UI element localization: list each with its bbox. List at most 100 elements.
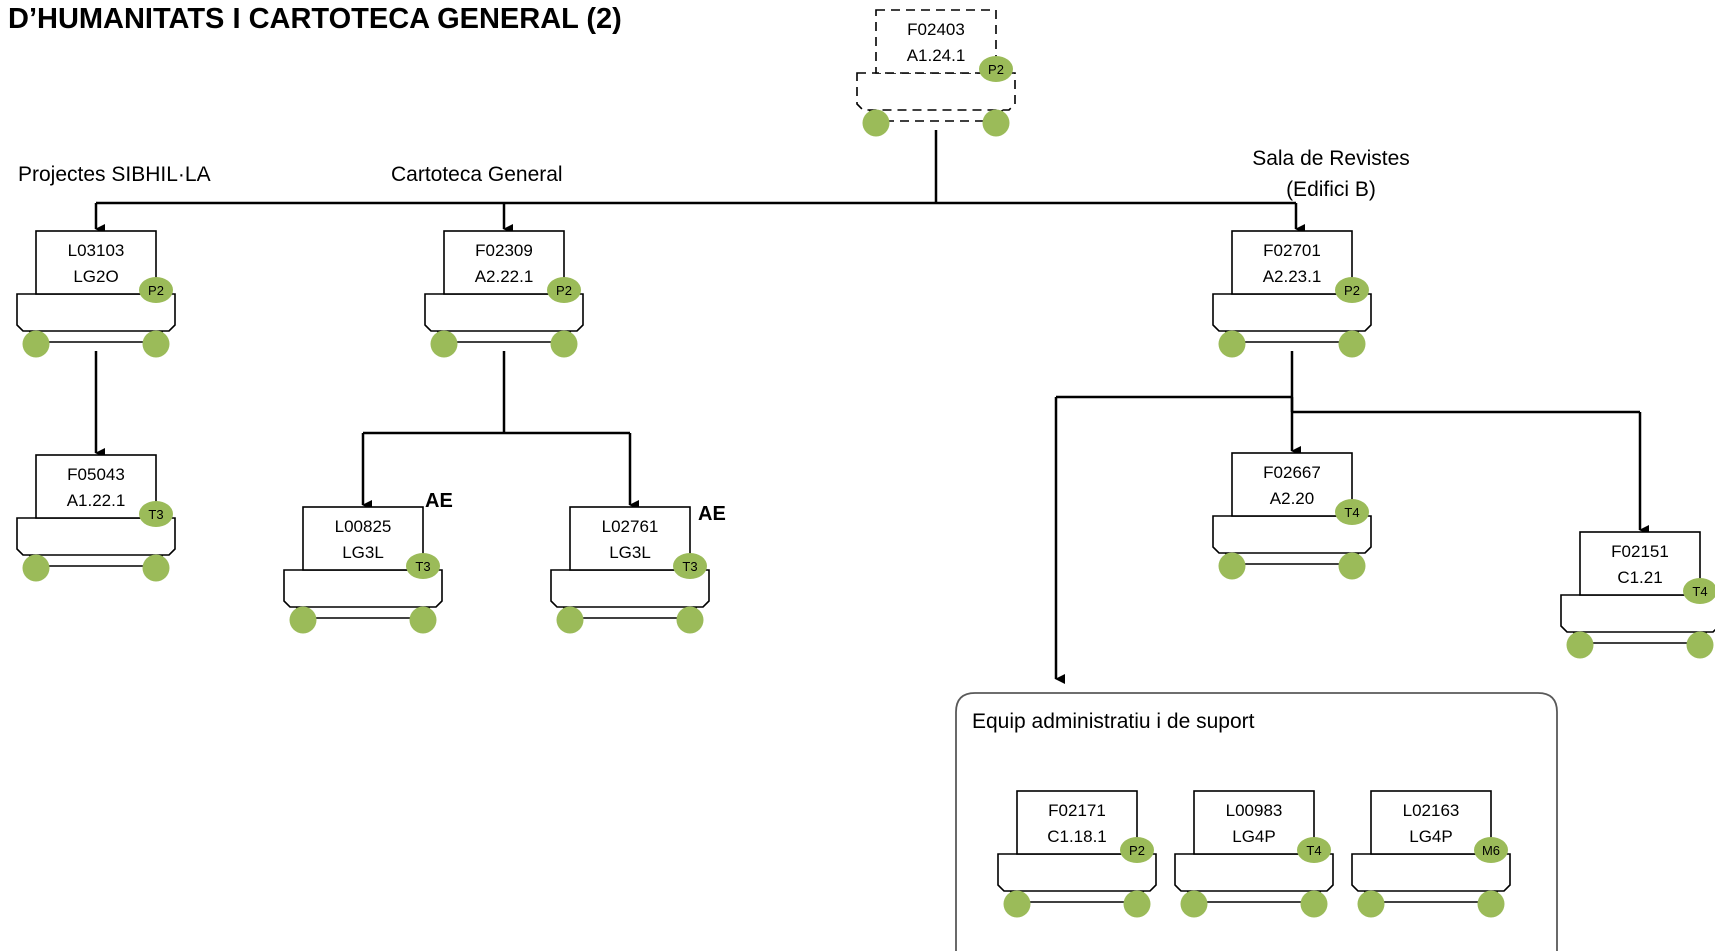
node-level: LG4P	[1409, 827, 1452, 846]
wheel-right-icon	[142, 330, 170, 358]
node-code: F02151	[1611, 542, 1669, 561]
node-badge	[673, 553, 707, 579]
node-card	[1193, 790, 1315, 855]
node-badge	[547, 277, 581, 303]
node-badge	[1474, 837, 1508, 863]
section-label-cartoteca: Cartoteca General	[391, 163, 563, 186]
node-badge-label: T3	[415, 559, 430, 574]
node-card	[569, 506, 691, 571]
page-title: D’HUMANITATS I CARTOTECA GENERAL (2)	[8, 3, 622, 35]
wheel-left-icon	[1218, 330, 1246, 358]
node-level: C1.18.1	[1047, 827, 1107, 846]
node-badge	[1120, 837, 1154, 863]
node-card	[1579, 531, 1701, 596]
node-badge-label: P2	[988, 62, 1004, 77]
ae-marker-l02761: AE	[698, 503, 726, 525]
node-tray	[1174, 853, 1334, 892]
node-card	[302, 506, 424, 571]
node-level: A2.22.1	[475, 267, 534, 286]
wheel-right-icon	[1123, 890, 1151, 918]
node-code: F02309	[475, 241, 533, 260]
wheel-right-icon	[1338, 552, 1366, 580]
section-label-equip: Equip administratiu i de suport	[972, 710, 1255, 733]
node-tray	[424, 293, 584, 332]
section-label-revistes: Sala de Revistes	[1252, 147, 1410, 170]
wheel-right-icon	[676, 606, 704, 634]
node-code: L02761	[602, 517, 659, 536]
node-card	[1016, 790, 1138, 855]
node-level: LG4P	[1232, 827, 1275, 846]
node-tray	[1212, 293, 1372, 332]
wheel-left-icon	[22, 330, 50, 358]
node-card	[35, 454, 157, 519]
node-code: F02403	[907, 20, 965, 39]
node-tray	[856, 72, 1016, 111]
node-tray	[16, 293, 176, 332]
node-level: LG3L	[342, 543, 384, 562]
node-tray	[1351, 853, 1511, 892]
wheel-right-icon	[142, 554, 170, 582]
node-badge-label: T4	[1306, 843, 1321, 858]
wheel-right-icon	[409, 606, 437, 634]
node-level: LG3L	[609, 543, 651, 562]
node-level: LG2O	[73, 267, 118, 286]
wheel-right-icon	[1477, 890, 1505, 918]
wheel-left-icon	[556, 606, 584, 634]
node-badge-label: T3	[148, 507, 163, 522]
node-badge-label: P2	[1344, 283, 1360, 298]
node-code: L00983	[1226, 801, 1283, 820]
node-badge	[139, 501, 173, 527]
node-level: C1.21	[1617, 568, 1662, 587]
node-card	[1370, 790, 1492, 855]
wheel-left-icon	[1180, 890, 1208, 918]
node-badge-label: T4	[1692, 584, 1707, 599]
node-level: A1.24.1	[907, 46, 966, 65]
node-badge-label: P2	[1129, 843, 1145, 858]
node-badge-label: P2	[556, 283, 572, 298]
node-code: F02171	[1048, 801, 1106, 820]
node-badge	[139, 277, 173, 303]
node-level: A2.20	[1270, 489, 1314, 508]
wheel-left-icon	[430, 330, 458, 358]
node-badge-label: P2	[148, 283, 164, 298]
wheel-left-icon	[1566, 631, 1594, 659]
node-card	[443, 230, 565, 295]
wheel-right-icon	[550, 330, 578, 358]
wheel-left-icon	[862, 109, 890, 137]
node-tray	[1212, 515, 1372, 554]
node-card	[875, 9, 997, 74]
node-tray	[997, 853, 1157, 892]
node-badge-label: M6	[1482, 843, 1500, 858]
node-badge	[1335, 277, 1369, 303]
node-badge-label: T3	[682, 559, 697, 574]
node-code: F05043	[67, 465, 125, 484]
node-badge	[406, 553, 440, 579]
node-badge-label: T4	[1344, 505, 1359, 520]
node-code: F02701	[1263, 241, 1321, 260]
node-code: L00825	[335, 517, 392, 536]
node-badge	[1683, 578, 1715, 604]
equip-group-frame	[955, 692, 1558, 951]
node-code: L03103	[68, 241, 125, 260]
wheel-left-icon	[1357, 890, 1385, 918]
wheel-right-icon	[1300, 890, 1328, 918]
node-code: L02163	[1403, 801, 1460, 820]
node-code: F02667	[1263, 463, 1321, 482]
ae-marker-l00825: AE	[425, 490, 453, 512]
node-level: A2.23.1	[1263, 267, 1322, 286]
wheel-left-icon	[22, 554, 50, 582]
position-nodes: F02403A1.24.1P2L03103LG2OP2F05043A1.22.1…	[16, 9, 1715, 918]
